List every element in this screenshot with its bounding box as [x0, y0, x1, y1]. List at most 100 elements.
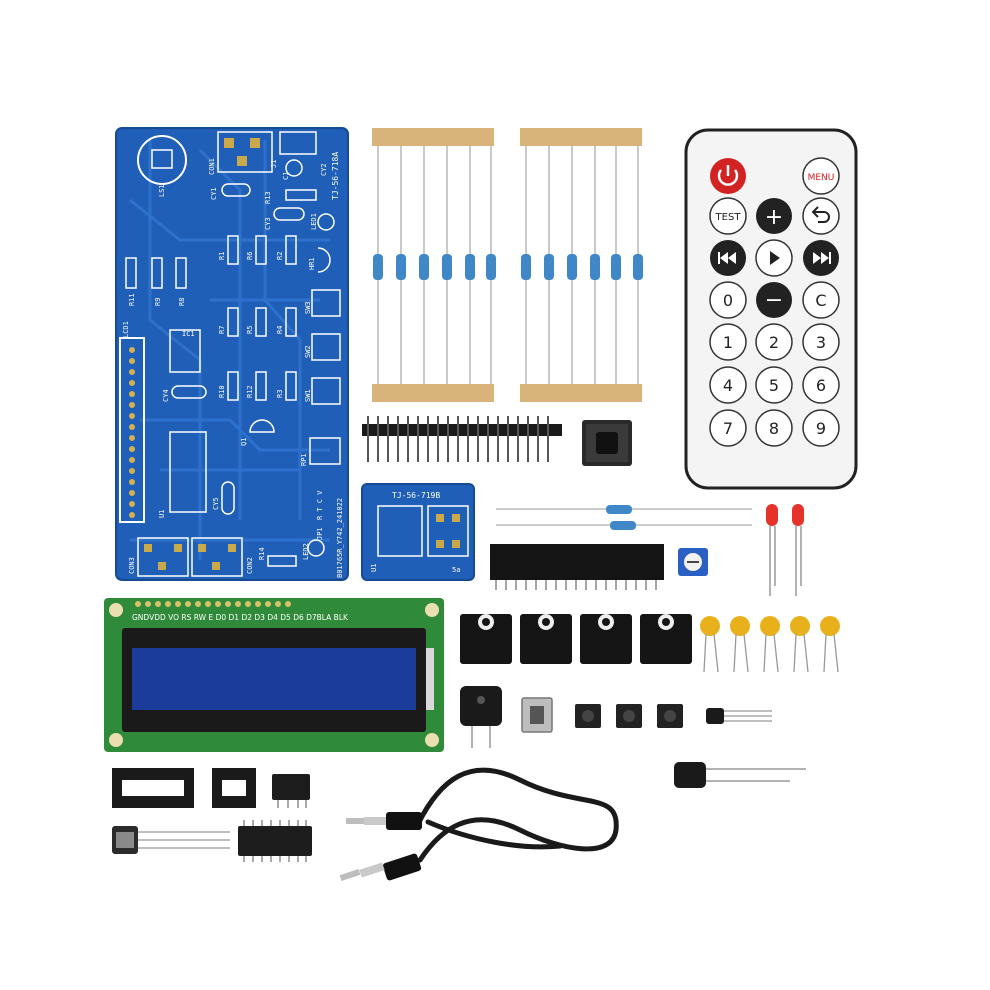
q1-label: Q1 — [240, 438, 248, 446]
r11-label: R11 — [128, 293, 136, 306]
minus-button-label: − — [765, 288, 783, 313]
power-icon — [717, 165, 739, 186]
small-pcb-model: TJ-56-719B — [392, 491, 440, 500]
r14-label: R14 — [258, 547, 266, 560]
led1-label: LED1 — [310, 213, 318, 230]
resistor-strip-left — [372, 128, 496, 402]
four-button[interactable]: 4 — [709, 366, 747, 404]
ic-socket-large — [112, 768, 194, 808]
five-button-label: 5 — [769, 376, 779, 395]
menu-button[interactable]: MENU — [802, 157, 840, 195]
r3-label: R3 — [276, 390, 284, 398]
eight-button-label: 8 — [769, 419, 779, 438]
seven-button[interactable]: 7 — [709, 409, 747, 447]
seven-button-label: 7 — [723, 419, 733, 438]
play-icon — [770, 251, 780, 265]
r2-label: R2 — [276, 252, 284, 260]
con2-label: CON2 — [246, 557, 254, 574]
play-button[interactable] — [755, 239, 793, 277]
ls1-label: LS1 — [158, 184, 166, 197]
one-button[interactable]: 1 — [709, 323, 747, 361]
zero-button-label: 0 — [723, 291, 733, 310]
clear-button-label: C — [815, 291, 826, 310]
r13-label: R13 — [264, 191, 272, 204]
three-button[interactable]: 3 — [802, 323, 840, 361]
lcd-pin-labels: GNDVDD VO RS RW E D0 D1 D2 D3 D4 D5 D6 D… — [132, 613, 349, 622]
jp1-label: JP1 — [316, 527, 324, 540]
eight-button[interactable]: 8 — [755, 409, 793, 447]
small-pcb-u1: U1 — [370, 564, 378, 572]
hr1-label: HR1 — [308, 257, 316, 270]
ir-remote: MENU TEST + — [684, 128, 858, 490]
next-button[interactable] — [803, 240, 839, 276]
transistor — [706, 708, 772, 724]
four-button-label: 4 — [723, 376, 733, 395]
electrolytic-capacitor — [674, 762, 806, 788]
r10-label: R10 — [218, 385, 226, 398]
r7-label: R7 — [218, 326, 226, 334]
audio-cable — [339, 767, 619, 881]
one-button-label: 1 — [723, 333, 733, 352]
back-button[interactable] — [802, 197, 840, 235]
pcb-model-text: TJ-56-718A — [331, 152, 340, 200]
tactile-switch-large — [582, 420, 632, 466]
r4-label: R4 — [276, 326, 284, 334]
r5-label: R5 — [246, 326, 254, 334]
male-pin-header — [362, 416, 562, 462]
test-button[interactable]: TEST — [709, 197, 747, 235]
sw3-label: SW3 — [304, 301, 312, 314]
r9-label: R9 — [154, 298, 162, 306]
rewind-icon — [718, 252, 736, 264]
six-button-label: 6 — [816, 376, 826, 395]
three-button-label: 3 — [816, 333, 826, 352]
cy5-label: CY5 — [212, 497, 220, 510]
sw2-label: SW2 — [304, 345, 312, 358]
five-button[interactable]: 5 — [755, 366, 793, 404]
prev-button[interactable] — [710, 240, 746, 276]
power-button[interactable] — [710, 158, 746, 194]
fast-forward-icon — [813, 252, 831, 264]
audio-jacks — [460, 614, 692, 664]
cy3-label: CY3 — [264, 217, 272, 230]
ic-chip-16pin — [238, 820, 312, 862]
sw1-label: SW1 — [304, 389, 312, 402]
buzzer — [460, 686, 502, 748]
lcd1-label: LCD1 — [122, 321, 130, 338]
menu-button-label: MENU — [808, 173, 835, 183]
ic1-label: IC1 — [182, 330, 195, 338]
small-pcb-s-label: 5a — [452, 566, 460, 574]
lcd-module: GNDVDD VO RS RW E D0 D1 D2 D3 D4 D5 D6 D… — [104, 598, 444, 752]
trim-potentiometer — [678, 548, 708, 576]
two-button-label: 2 — [769, 333, 779, 352]
u1-label: U1 — [158, 510, 166, 518]
ic-socket-small — [212, 768, 256, 808]
small-tactile-buttons — [575, 704, 683, 728]
pcb-code-text: B01765R_Y742_241022 — [336, 498, 344, 578]
cy4-label: CY4 — [162, 389, 170, 402]
ir-receiver — [112, 826, 230, 854]
r12-label: R12 — [246, 385, 254, 398]
resistor-strip-right — [520, 128, 643, 402]
small-pcb: TJ-56-719B U1 5a — [361, 483, 475, 581]
main-pcb: LS1 CON1 J1 C1 TJ-56-718A CY2 CY1 R13 CY… — [115, 127, 349, 581]
c1-label: C1 — [282, 172, 290, 180]
r6-label: R6 — [246, 252, 254, 260]
con1-label: CON1 — [208, 158, 216, 175]
back-arrow-icon — [811, 206, 830, 223]
six-button[interactable]: 6 — [802, 366, 840, 404]
slide-switch — [521, 697, 553, 733]
nine-button[interactable]: 9 — [802, 409, 840, 447]
zero-button[interactable]: 0 — [709, 281, 747, 319]
j1-label: J1 — [270, 160, 278, 168]
con3-label: CON3 — [128, 557, 136, 574]
two-button[interactable]: 2 — [755, 323, 793, 361]
nine-button-label: 9 — [816, 419, 826, 438]
minus-button[interactable]: − — [756, 282, 792, 318]
clear-button[interactable]: C — [802, 281, 840, 319]
loose-resistors — [496, 505, 752, 530]
r1-label: R1 — [218, 252, 226, 260]
test-button-label: TEST — [715, 212, 742, 223]
plus-button[interactable]: + — [756, 198, 792, 234]
rp1-label: RP1 — [300, 453, 308, 466]
ic-chip-8pin — [272, 774, 310, 808]
